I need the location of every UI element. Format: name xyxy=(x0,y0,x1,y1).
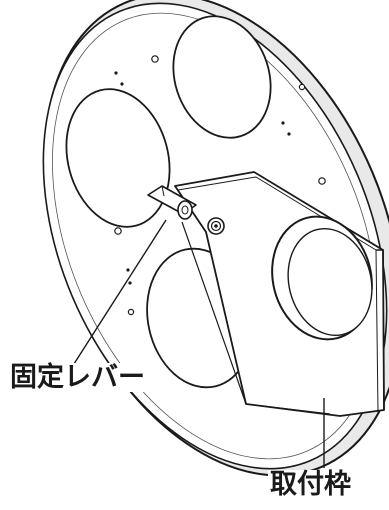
frame-side-edge xyxy=(376,249,385,411)
mounting-frame-label: 取付枠 xyxy=(268,469,353,500)
frame-arm-upper xyxy=(181,221,247,405)
fixing-lever-label: 固定レバー xyxy=(8,362,147,393)
frame-side-edge-inner xyxy=(375,249,379,413)
fixing-lever xyxy=(147,185,197,220)
frame-arm-lower xyxy=(245,403,331,415)
aperture-left xyxy=(65,88,171,228)
disc-holes xyxy=(114,71,296,289)
frame-aperture-inner xyxy=(287,227,373,337)
leader-line-lever xyxy=(71,219,167,368)
center-hub xyxy=(207,217,225,235)
aperture-top xyxy=(172,15,272,139)
mounting-frame xyxy=(174,171,385,417)
